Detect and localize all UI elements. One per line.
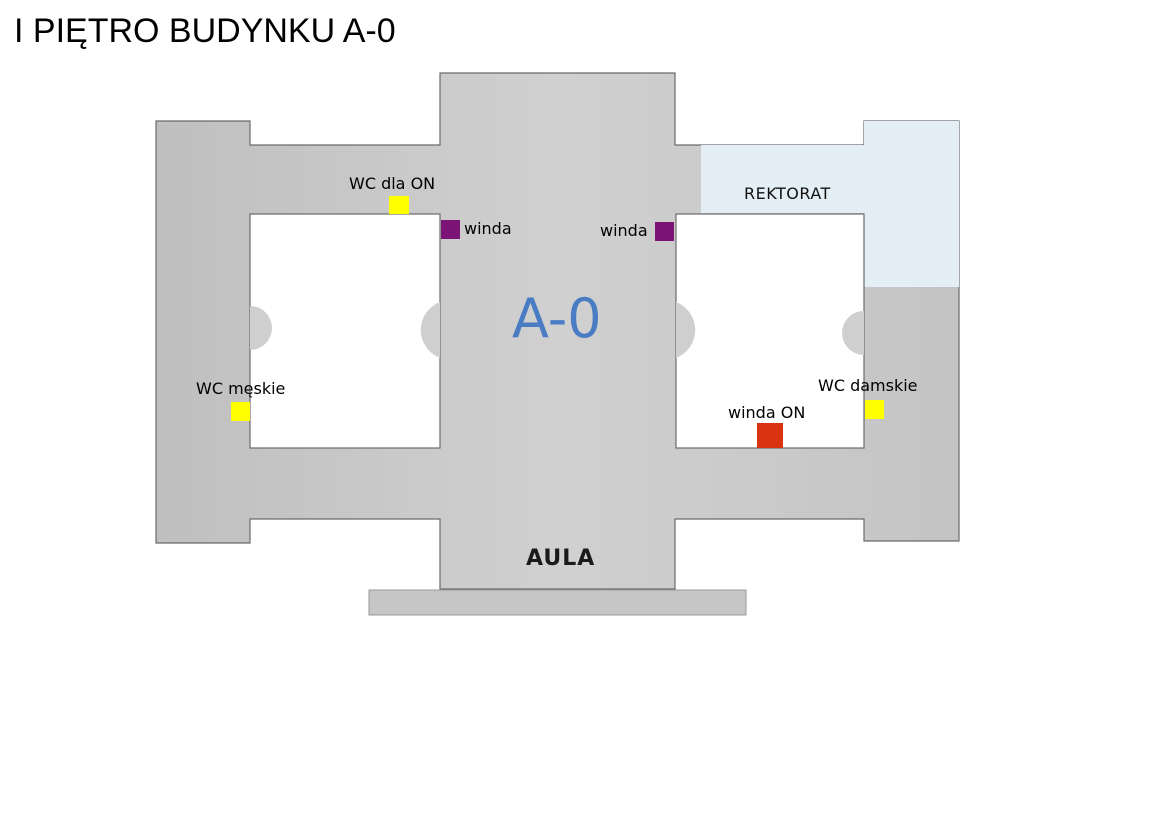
page-title: I PIĘTRO BUDYNKU A-0	[14, 12, 396, 50]
wc-male-label: WC męskie	[196, 379, 286, 398]
wc-male-marker	[231, 402, 250, 421]
wc-on-label: WC dla ON	[349, 174, 436, 193]
building-name: A-0	[512, 287, 602, 350]
elevator-left-marker	[441, 220, 460, 239]
elevator-right-label: winda	[600, 221, 648, 240]
elevator-left-label: winda	[464, 219, 512, 238]
courtyard-bump	[842, 311, 864, 355]
entrance-strip	[368, 589, 747, 616]
wc-on-marker	[389, 196, 409, 214]
wc-female-marker	[865, 400, 884, 419]
rektorat-area	[701, 121, 959, 287]
courtyard-bump	[250, 306, 272, 350]
courtyard-bump	[676, 302, 696, 358]
elevator-right-marker	[655, 222, 674, 241]
courtyard-bump	[420, 302, 440, 358]
accessible-elevator-marker	[757, 423, 783, 448]
rektorat-label: REKTORAT	[744, 184, 831, 203]
aula-label: AULA	[526, 546, 596, 571]
left-courtyard	[249, 213, 441, 449]
wc-female-label: WC damskie	[818, 376, 918, 395]
accessible-elevator-label: winda ON	[728, 403, 806, 422]
